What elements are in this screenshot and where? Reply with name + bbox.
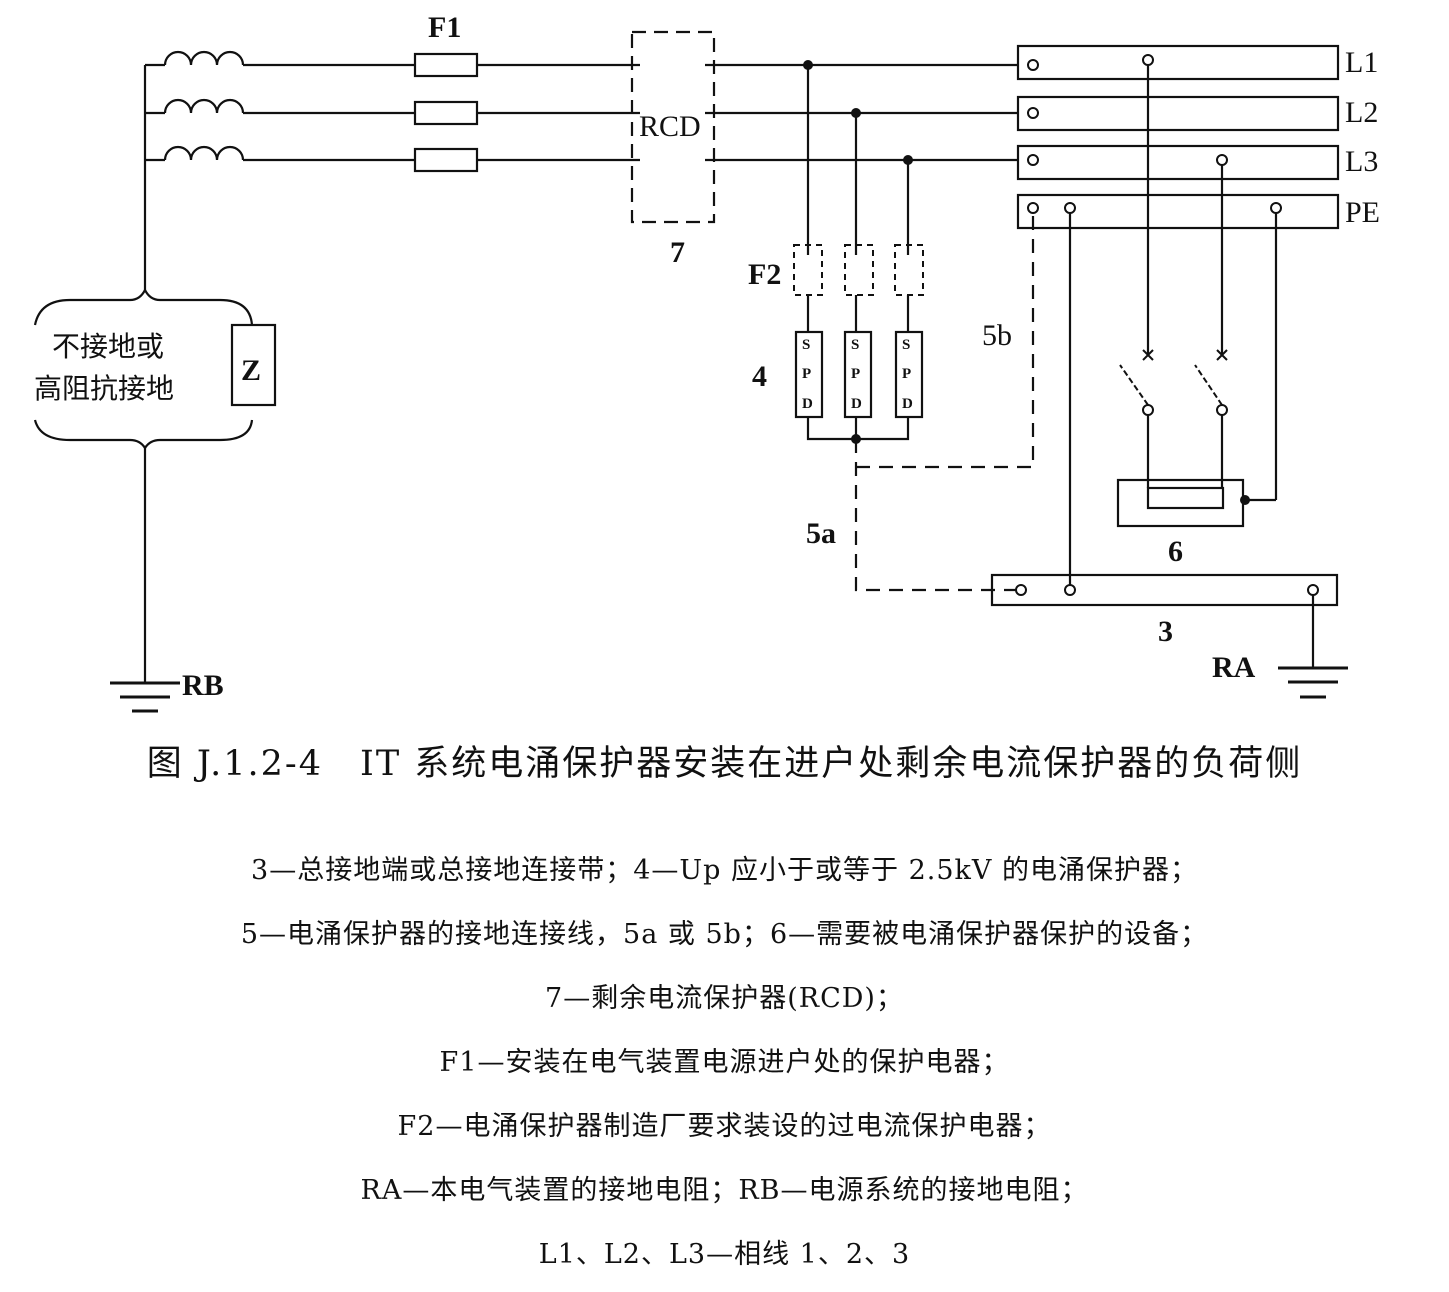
svg-text:P: P: [802, 366, 811, 382]
svg-text:D: D: [851, 396, 862, 412]
switches: [1119, 349, 1228, 406]
equipment-6: [1116, 478, 1245, 528]
legend-line-2: 5—电涌保护器的接地连接线，5a 或 5b；6—需要被电涌保护器保护的设备；: [240, 919, 1209, 950]
label-l2: L2: [1345, 96, 1378, 129]
terminals: [1015, 54, 1319, 596]
rcd-box: [630, 30, 716, 224]
label-neutral-line1: 不接地或: [52, 330, 164, 363]
label-neutral-line2: 高阻抗接地: [34, 372, 174, 405]
fuse-f1-l1: [413, 52, 479, 78]
label-z: Z: [241, 354, 261, 387]
legend-line-1: 3—总接地端或总接地连接带；4—Up 应小于或等于 2.5kV 的电涌保护器；: [251, 855, 1198, 886]
busbar-l1: [1016, 44, 1340, 81]
legend-line-7: L1、L2、L3—相线 1、2、3: [538, 1239, 911, 1270]
svg-text:D: D: [902, 396, 913, 412]
link-5b: [856, 205, 1035, 469]
ground-symbol-rb: [110, 681, 180, 713]
spd-l2: [843, 330, 873, 419]
label-rcd: RCD: [639, 110, 701, 143]
svg-text:P: P: [902, 366, 911, 382]
label-l3: L3: [1345, 145, 1378, 178]
label-f1: F1: [428, 11, 461, 44]
fuse-f1-l2: [413, 100, 479, 126]
legend-line-5: F2—电涌保护器制造厂要求装设的过电流保护电器；: [397, 1111, 1052, 1142]
label-equipment-6: 6: [1168, 535, 1183, 568]
label-ra: RA: [1212, 651, 1256, 684]
source-coil-l2: [145, 98, 415, 115]
label-5b: 5b: [982, 319, 1012, 352]
fuse-f2-l2: [844, 244, 874, 296]
impedance-z-box: [230, 323, 277, 407]
busbar-l3: [1016, 144, 1340, 181]
label-rcd-number: 7: [670, 236, 685, 269]
label-earth-bar-3: 3: [1158, 615, 1173, 648]
label-f2: F2: [748, 258, 781, 291]
figure-caption: 图 J.1.2-4 IT 系统电涌保护器安装在进户处剩余电流保护器的负荷侧: [146, 744, 1303, 784]
legend-line-3: 7—剩余电流保护器(RCD)；: [545, 983, 904, 1014]
legend-line-4: F1—安装在电气装置电源进户处的保护电器；: [439, 1047, 1010, 1078]
source-coil-l3: [145, 145, 415, 162]
svg-text:S: S: [902, 337, 910, 353]
link-5a: [854, 439, 1018, 592]
label-5a: 5a: [806, 517, 836, 550]
svg-text:S: S: [851, 337, 859, 353]
it-system-spd-wiring-diagram: F1 RCD 7 F2 4 L1 L2 L3 PE 5b 5a 6 3 RA R…: [33, 11, 1380, 713]
label-pe: PE: [1345, 196, 1380, 229]
svg-text:P: P: [851, 366, 860, 382]
source-coil-l1: [145, 50, 415, 67]
busbar-l2: [1016, 95, 1340, 132]
svg-text:S: S: [802, 337, 810, 353]
earth-bar-3: [990, 573, 1339, 607]
fuse-f1-l3: [413, 147, 479, 173]
ground-symbol-ra: [1278, 666, 1348, 699]
spd-letters: S P D S P D S P D: [802, 337, 913, 412]
label-spd-number: 4: [752, 360, 767, 393]
legend-line-6: RA—本电气装置的接地电阻；RB—电源系统的接地电阻；: [360, 1175, 1089, 1206]
busbar-pe: [1016, 193, 1340, 230]
svg-text:D: D: [802, 396, 813, 412]
label-rb: RB: [182, 669, 224, 702]
label-l1: L1: [1345, 46, 1378, 79]
